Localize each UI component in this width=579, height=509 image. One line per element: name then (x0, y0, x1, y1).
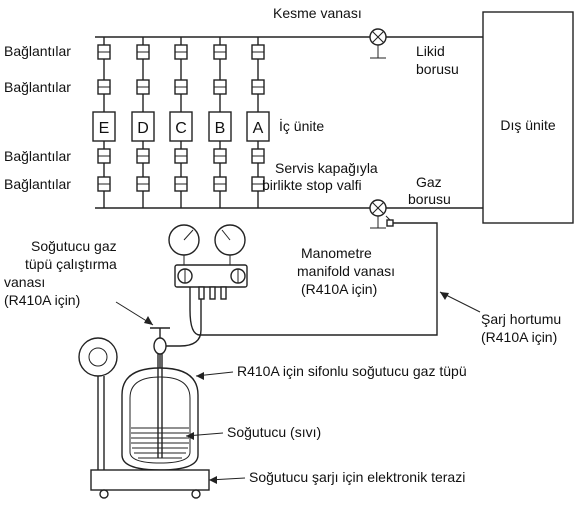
connections-label-4: Bağlantılar (4, 176, 71, 192)
stop-valve-label-1: Servis kapağıyla (275, 160, 378, 176)
siphon-cylinder-label: R410A için sifonlu soğutucu gaz tüpü (237, 363, 467, 379)
electronic-scale-icon (90, 469, 210, 499)
manifold-gauge-icon (168, 224, 248, 300)
electronic-scale-label: Soğutucu şarjı için elektronik terazi (249, 469, 465, 485)
manifold-label-3: (R410A için) (301, 281, 377, 297)
scale-dial-icon (78, 337, 118, 470)
indoor-unit-e (92, 111, 116, 142)
liquid-pipe-label-2: borusu (416, 61, 459, 77)
connections-label-1: Bağlantılar (4, 43, 71, 59)
cylinder-valve-label-1: Soğutucu gaz (31, 238, 117, 254)
outdoor-unit-box (482, 11, 574, 224)
indoor-unit-b (208, 111, 232, 142)
shutoff-valve-icon (369, 28, 387, 59)
shutoff-valve-label: Kesme vanası (273, 5, 362, 21)
charge-hose-label-2: (R410A için) (481, 329, 557, 345)
stop-valve-icon (369, 199, 394, 229)
connections-label-2: Bağlantılar (4, 79, 71, 95)
refrigerant-liquid-label: Soğutucu (sıvı) (227, 424, 321, 440)
siphon-cylinder-icon (121, 354, 199, 471)
gas-pipe-label-2: borusu (408, 191, 451, 207)
manifold-label-1: Manometre (301, 245, 372, 261)
manifold-label-2: manifold vanası (297, 263, 395, 279)
indoor-unit-letter: A (253, 120, 264, 137)
leader-arrows (115, 291, 481, 484)
indoor-unit-c (169, 111, 193, 142)
charge-hose (189, 222, 438, 336)
indoor-unit-letter: C (175, 120, 187, 137)
outdoor-unit-label: Dış ünite (500, 117, 555, 133)
indoor-unit-label: İç ünite (279, 117, 324, 134)
cylinder-valve-label-3: vanası (4, 274, 45, 290)
liquid-pipe-label-1: Likid (416, 43, 445, 59)
cylinder-valve-label-4: (R410A için) (4, 292, 80, 308)
cylinder-hose (162, 299, 202, 347)
connections-label-3: Bağlantılar (4, 148, 71, 164)
cylinder-valve-icon (150, 327, 170, 368)
indoor-unit-a (246, 111, 270, 142)
gas-pipe-label-1: Gaz (416, 174, 442, 190)
stop-valve-label-2: birlikte stop valfi (262, 177, 362, 193)
cylinder-valve-label-2: tüpü çalıştırma (25, 256, 117, 272)
indoor-unit-letter: B (215, 120, 226, 137)
charge-hose-label-1: Şarj hortumu (481, 311, 561, 327)
indoor-unit-d (131, 111, 155, 142)
indoor-unit-letter: D (137, 120, 149, 137)
indoor-unit-letter: E (99, 120, 110, 137)
